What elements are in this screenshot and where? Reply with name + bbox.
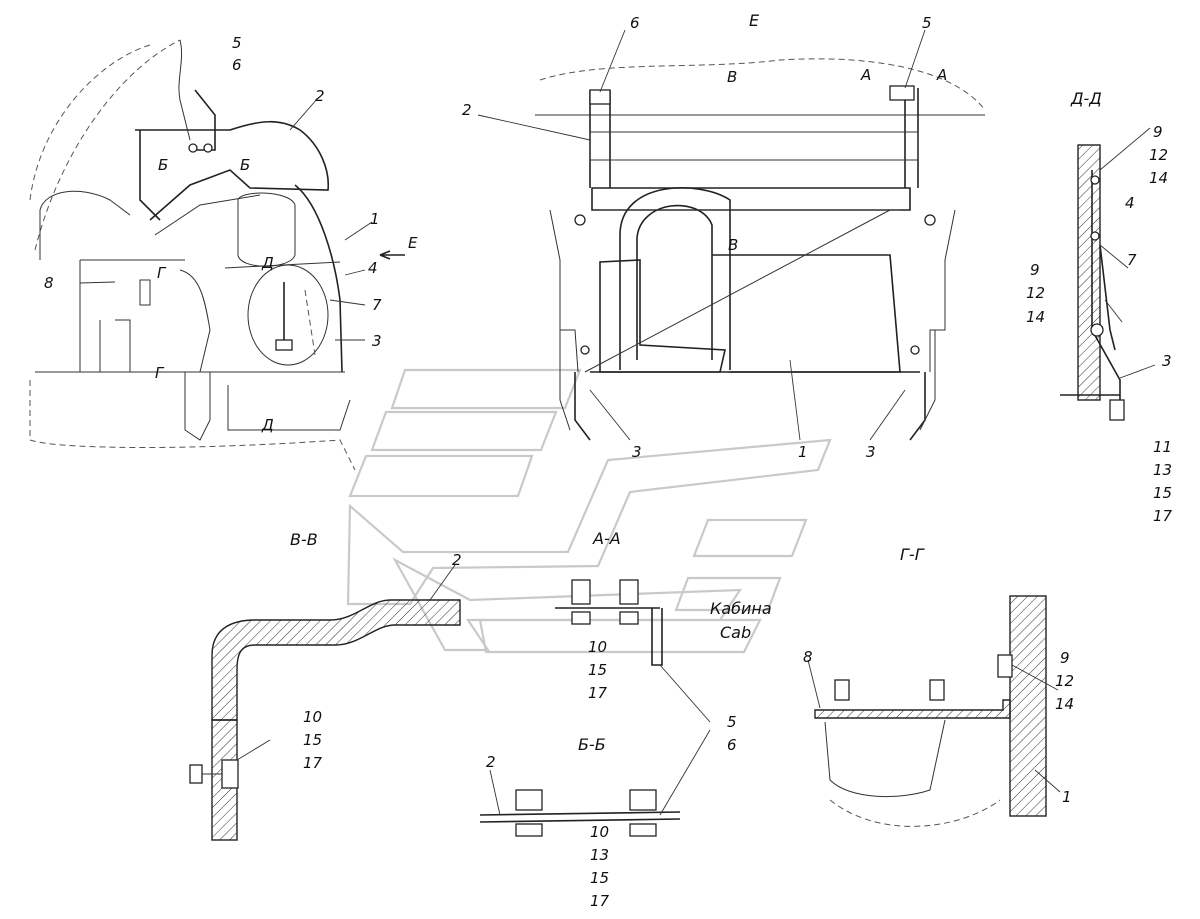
callout-4: 4 xyxy=(368,259,378,277)
callout-9: 9 xyxy=(1153,123,1163,141)
cut-mark-b-right: Б xyxy=(240,156,250,174)
callout-15: 15 xyxy=(1153,484,1172,502)
section-title-aa: А-А xyxy=(592,529,621,548)
section-bb xyxy=(479,789,681,837)
section-title-gg: Г-Г xyxy=(900,545,925,564)
callout-5: 5 xyxy=(922,14,932,32)
callout-17: 17 xyxy=(588,684,608,702)
section-vv xyxy=(189,599,461,841)
cut-mark-a-right: А xyxy=(936,66,947,84)
callout-11: 11 xyxy=(1153,438,1172,456)
callout-15: 15 xyxy=(588,661,607,679)
cut-mark-d-top: Д xyxy=(261,254,274,272)
side-view xyxy=(29,39,356,471)
section-aa xyxy=(555,579,663,666)
callout-12: 12 xyxy=(1026,284,1045,302)
callout-5: 5 xyxy=(232,34,242,52)
cut-mark-g-bottom: Г xyxy=(155,364,165,382)
callout-3: 3 xyxy=(1162,352,1172,370)
cut-mark-d-bottom: Д xyxy=(261,416,274,434)
callout-12: 12 xyxy=(1055,672,1074,690)
callout-1: 1 xyxy=(798,443,808,461)
callout-13: 13 xyxy=(590,846,609,864)
callout-17: 17 xyxy=(1153,507,1173,525)
cut-mark-a-left: А xyxy=(860,66,871,84)
callout-7: 7 xyxy=(372,296,382,314)
callout-2: 2 xyxy=(486,753,496,771)
cab-label-en: Cab xyxy=(720,623,751,642)
cut-mark-b-left: Б xyxy=(158,156,168,174)
callout-6: 6 xyxy=(630,14,640,32)
view-title-e: Е xyxy=(749,11,760,30)
cut-mark-g-top: Г xyxy=(157,264,167,282)
section-title-bb: Б-Б xyxy=(578,735,606,754)
callout-14: 14 xyxy=(1026,308,1045,326)
callout-17: 17 xyxy=(590,892,610,910)
callout-10: 10 xyxy=(588,638,607,656)
cab-label-ru: Кабина xyxy=(710,599,772,618)
callout-10: 10 xyxy=(303,708,322,726)
callout-1: 1 xyxy=(1062,788,1072,806)
callout-1: 1 xyxy=(370,210,380,228)
arrow-e xyxy=(379,250,405,260)
callout-9: 9 xyxy=(1060,649,1070,667)
callout-6: 6 xyxy=(727,736,737,754)
cut-mark-e-arrow: Е xyxy=(408,234,418,252)
section-dd xyxy=(1060,144,1125,421)
callout-7: 7 xyxy=(1127,251,1137,269)
callout-5: 5 xyxy=(727,713,737,731)
callout-2: 2 xyxy=(462,101,472,119)
callout-8: 8 xyxy=(803,648,813,666)
section-title-dd: Д-Д xyxy=(1070,89,1102,108)
callout-10: 10 xyxy=(590,823,609,841)
cut-mark-v-bottom: В xyxy=(728,236,738,254)
callout-14: 14 xyxy=(1149,169,1168,187)
callout-14: 14 xyxy=(1055,695,1074,713)
callout-3: 3 xyxy=(632,443,642,461)
callout-8: 8 xyxy=(44,274,54,292)
callout-12: 12 xyxy=(1149,146,1168,164)
callout-3: 3 xyxy=(866,443,876,461)
callout-6: 6 xyxy=(232,56,242,74)
cut-mark-v-top: В xyxy=(727,68,737,86)
callout-13: 13 xyxy=(1153,461,1172,479)
view-e xyxy=(535,58,986,441)
callout-9: 9 xyxy=(1030,261,1040,279)
callout-17: 17 xyxy=(303,754,323,772)
callout-4: 4 xyxy=(1125,194,1135,212)
section-gg xyxy=(814,595,1047,827)
callout-numbers: 5 6 2 1 4 8 7 3 6 5 2 3 1 3 9 12 14 4 7 … xyxy=(44,14,1173,910)
callout-3: 3 xyxy=(372,332,382,350)
section-title-vv: В-В xyxy=(290,530,318,549)
leader-lines xyxy=(79,29,1156,816)
callout-2: 2 xyxy=(315,87,325,105)
callout-15: 15 xyxy=(590,869,609,887)
callout-2: 2 xyxy=(452,551,462,569)
callout-15: 15 xyxy=(303,731,322,749)
